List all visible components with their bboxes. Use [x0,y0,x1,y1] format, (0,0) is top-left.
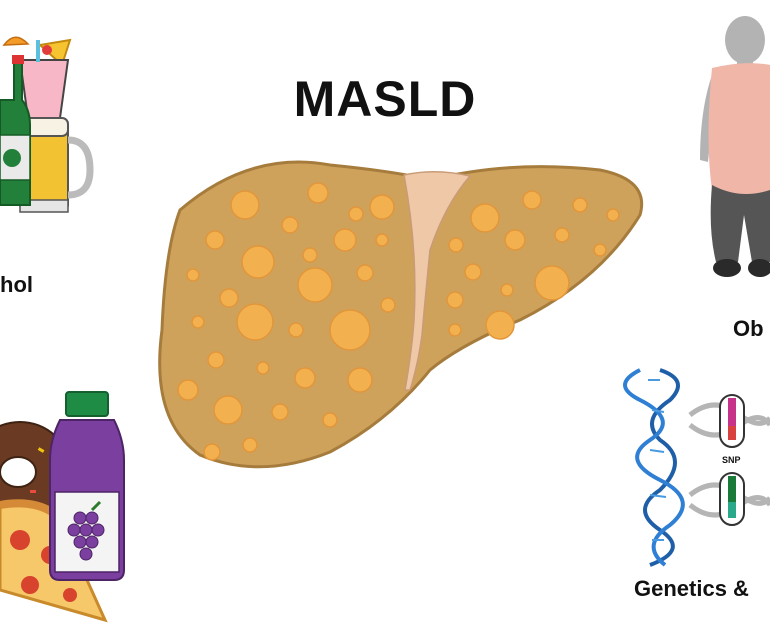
diagram-title: MASLD [293,71,477,127]
genetics-dna-illustration [623,368,770,567]
obesity-label: Ob [733,316,764,341]
snp-label: SNP [722,455,741,465]
genetics-label: Genetics & [634,576,749,601]
junk-food-illustration [0,391,125,623]
obese-person-illustration [700,16,770,277]
fatty-liver-illustration [158,160,643,469]
alcohol-drinks-illustration [0,36,94,213]
alcohol-label: hol [0,272,33,297]
